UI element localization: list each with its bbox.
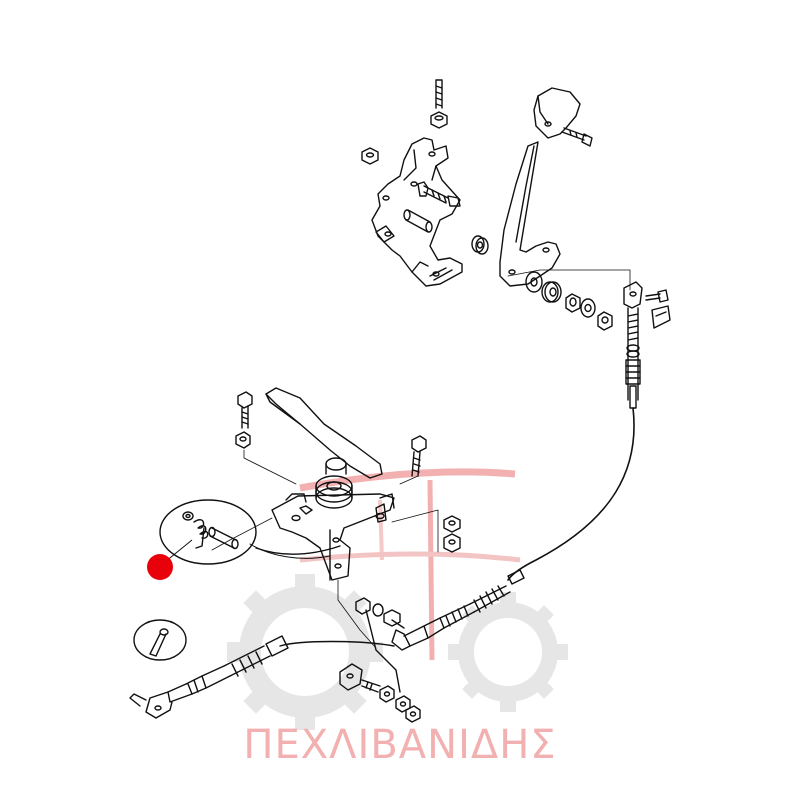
leader-upper: [507, 269, 631, 291]
watermark-logo: [227, 468, 568, 730]
bracket-bolt: [417, 181, 461, 207]
pedal-pulley: [315, 475, 353, 509]
washer-left: [361, 147, 379, 165]
watermark-front-wheel: [448, 592, 568, 712]
line-art: [129, 79, 671, 723]
upper-cable-thread: [625, 307, 641, 409]
pedal-mount-plate: [271, 493, 395, 581]
top-bolt: [435, 79, 443, 109]
hand-lever: [499, 87, 581, 287]
washer-stack: [525, 271, 613, 331]
spring-detail: [159, 499, 257, 565]
lower-cable-end: [391, 569, 525, 651]
watermark-rear-wheel: [227, 574, 383, 730]
control-cable: [507, 407, 635, 581]
right-nuts: [443, 515, 461, 553]
split-pin: [133, 619, 187, 661]
leader-bottom: [337, 579, 377, 649]
pivot-bush: [471, 235, 489, 255]
lower-left-cable: [129, 635, 395, 719]
lower-clevis: [339, 663, 421, 723]
watermark-brand-text: ΠΕΧΛΙΒΑΝΙΔΗΣ: [243, 722, 557, 768]
brake-pedal: [265, 387, 383, 479]
leader-lower: [211, 449, 439, 553]
watermark-cab: [299, 468, 516, 492]
callout-marker: [147, 539, 193, 580]
pedal-bolt-left: [235, 391, 253, 449]
pedal-cable-sheath: [255, 545, 341, 555]
pedal-bolt-right: [411, 435, 427, 477]
upper-bracket: [371, 137, 463, 287]
cable-pin: [355, 597, 405, 693]
pivot-pin: [403, 209, 433, 233]
upper-clevis: [623, 281, 671, 329]
top-nut: [430, 111, 448, 129]
lever-bolt: [561, 127, 593, 147]
